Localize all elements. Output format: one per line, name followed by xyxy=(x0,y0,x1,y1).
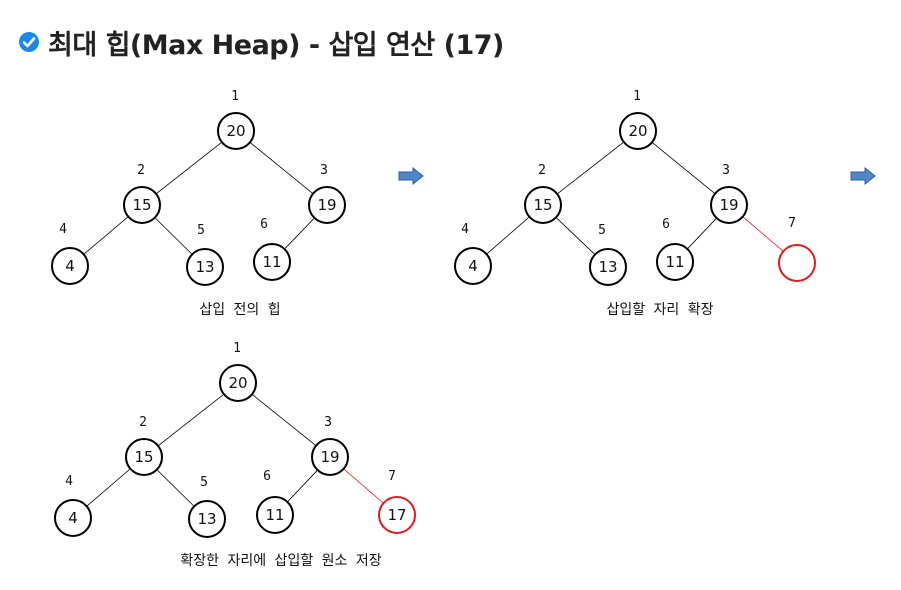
heap-node xyxy=(188,500,226,538)
node-value: 13 xyxy=(598,258,617,276)
node-index: 2 xyxy=(538,163,546,178)
slide-title: 최대 힙(Max Heap) - 삽입 연산 (17) xyxy=(18,22,504,62)
tree-edge xyxy=(687,217,717,250)
node-index: 5 xyxy=(197,223,205,238)
heap-tree: 20 1 15 2 19 3 4 4 13 5 11 6 xyxy=(51,89,346,286)
node-index: 5 xyxy=(598,223,606,238)
node-index: 6 xyxy=(263,469,271,484)
node-index: 2 xyxy=(139,415,147,430)
node-index: 4 xyxy=(65,474,73,489)
tree-edge xyxy=(284,217,315,250)
node-index: 6 xyxy=(662,217,670,232)
tree-edge xyxy=(155,141,223,195)
tree-edge xyxy=(556,141,625,195)
heap-node xyxy=(125,438,163,476)
caption-expand-slot: 삽입할 자리 확장 xyxy=(606,302,714,318)
heap-node xyxy=(186,248,224,286)
heap-node xyxy=(311,438,349,476)
node-value: 20 xyxy=(628,122,647,140)
node-value: 11 xyxy=(265,506,284,524)
tree-edge xyxy=(86,468,131,507)
node-index: 4 xyxy=(461,222,469,237)
node-value: 13 xyxy=(197,510,216,528)
tree-edge xyxy=(249,142,314,194)
node-index: 4 xyxy=(59,222,67,237)
node-index: 7 xyxy=(388,469,396,484)
tree-edge xyxy=(251,393,317,447)
heap-node xyxy=(619,112,657,150)
heap-node xyxy=(710,186,748,224)
heap-node xyxy=(308,186,346,224)
tree-edge xyxy=(157,393,225,447)
heap-node xyxy=(524,186,562,224)
node-index: 1 xyxy=(231,89,239,104)
heap-node xyxy=(253,243,291,281)
heap-node xyxy=(256,496,294,534)
heap-node xyxy=(51,247,89,285)
node-value: 11 xyxy=(665,253,684,271)
node-value: 15 xyxy=(132,196,151,214)
heap-node xyxy=(378,496,416,534)
tree-edge xyxy=(651,142,716,194)
check-circle-icon xyxy=(19,32,39,52)
node-index: 1 xyxy=(233,341,241,356)
heap-node xyxy=(217,112,255,150)
node-index: 7 xyxy=(788,216,796,231)
heap-node xyxy=(454,247,492,285)
caption-store-element: 확장한 자리에 삽입할 원소 저장 xyxy=(180,553,382,569)
tree-edge xyxy=(83,216,129,255)
right-arrow-icon xyxy=(398,167,424,185)
tree-edge xyxy=(555,217,596,255)
heap-node xyxy=(123,186,161,224)
node-index: 3 xyxy=(320,163,328,178)
node-index: 3 xyxy=(722,163,730,178)
node-value: 19 xyxy=(317,196,336,214)
tree-edge xyxy=(343,468,384,504)
caption-before-insert: 삽입 전의 힙 xyxy=(199,302,281,318)
heap-node xyxy=(219,364,257,402)
tree-edge xyxy=(154,217,193,255)
node-value: 15 xyxy=(533,196,552,214)
heap-node xyxy=(54,499,92,537)
node-value: 17 xyxy=(387,506,406,524)
node-index: 5 xyxy=(200,475,208,490)
tree-edge xyxy=(742,216,784,252)
node-index: 6 xyxy=(260,217,268,232)
tree-edge xyxy=(287,469,318,503)
heap-tree: 20 1 15 2 19 3 4 4 13 5 11 6 7 xyxy=(454,89,816,286)
node-value: 4 xyxy=(65,257,75,275)
tree-edge xyxy=(156,469,195,507)
heap-node xyxy=(589,248,627,286)
node-value: 4 xyxy=(468,257,478,275)
node-value: 4 xyxy=(68,509,78,527)
heap-node xyxy=(656,243,694,281)
tree-edge xyxy=(486,216,530,255)
node-value: 20 xyxy=(228,374,247,392)
heap-node xyxy=(778,244,816,282)
page-title: 최대 힙(Max Heap) - 삽입 연산 (17) xyxy=(48,29,504,61)
node-value: 20 xyxy=(226,122,245,140)
node-value: 15 xyxy=(134,448,153,466)
node-index: 3 xyxy=(324,415,332,430)
node-index: 2 xyxy=(137,163,145,178)
right-arrow-icon xyxy=(850,167,876,185)
node-value: 19 xyxy=(719,196,738,214)
node-value: 19 xyxy=(320,448,339,466)
heap-tree: 20 1 15 2 19 3 4 4 13 5 11 6 17 7 xyxy=(54,341,416,538)
node-index: 1 xyxy=(633,89,641,104)
node-value: 13 xyxy=(195,258,214,276)
node-value: 11 xyxy=(262,253,281,271)
